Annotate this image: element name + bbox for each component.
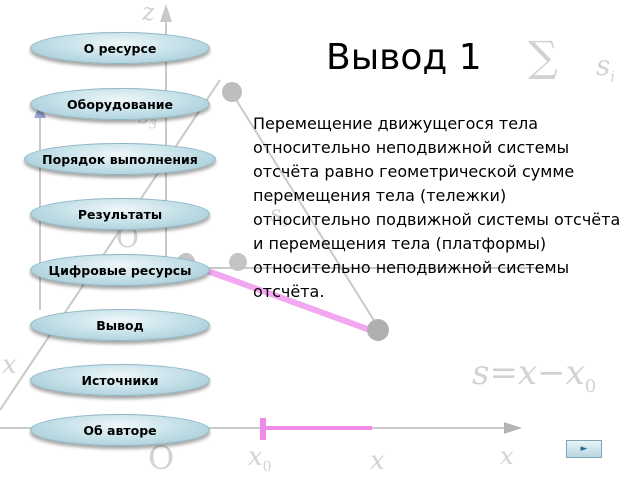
nav-button-about-resource[interactable]: О ресурсе (30, 32, 210, 64)
bg-label-origin-bottom: O (148, 439, 175, 477)
slide-body-text: Перемещение движущегося тела относительн… (253, 114, 621, 301)
bg-label-x0: x0 (248, 442, 272, 476)
diagonal-axis-line (0, 79, 221, 411)
gray-ball-2 (367, 319, 389, 341)
nav-button-sources[interactable]: Источники (30, 364, 210, 396)
bg-formula: s=x−x0 (472, 353, 597, 397)
slide-title: Вывод 1 (326, 37, 482, 78)
pink-vector-diagonal (203, 267, 372, 333)
pink-marker (260, 418, 266, 440)
bg-label-x-right: x (500, 442, 514, 470)
z-axis-arrowhead (160, 4, 172, 22)
bg-sum-symbol: ∑ (528, 32, 558, 81)
nav-button-results[interactable]: Результаты (30, 198, 210, 230)
nav-button-digital-resources[interactable]: Цифровые ресурсы (30, 254, 210, 286)
bg-sum-s: si (596, 49, 615, 86)
nav-button-procedure[interactable]: Порядок выполнения (24, 143, 216, 175)
nav-button-equipment[interactable]: Оборудование (30, 88, 210, 120)
gray-ball-1 (222, 82, 242, 102)
displacement-line (229, 89, 381, 331)
bg-label-x-bottom: x (370, 446, 385, 476)
bg-label-x-left: x (2, 350, 17, 380)
nav-button-about-author[interactable]: Об авторе (30, 414, 210, 446)
bg-label-z: z (142, 0, 155, 26)
bg-label-s4: s4 (270, 202, 289, 230)
bg-label-origin-mid: O (116, 221, 139, 254)
gray-ball-4 (229, 253, 247, 271)
nav-button-conclusion[interactable]: Вывод (30, 309, 210, 341)
x-axis-arrowhead (504, 422, 522, 434)
play-triangle-icon: ► (580, 443, 588, 454)
next-slide-button[interactable]: ► (566, 440, 602, 458)
